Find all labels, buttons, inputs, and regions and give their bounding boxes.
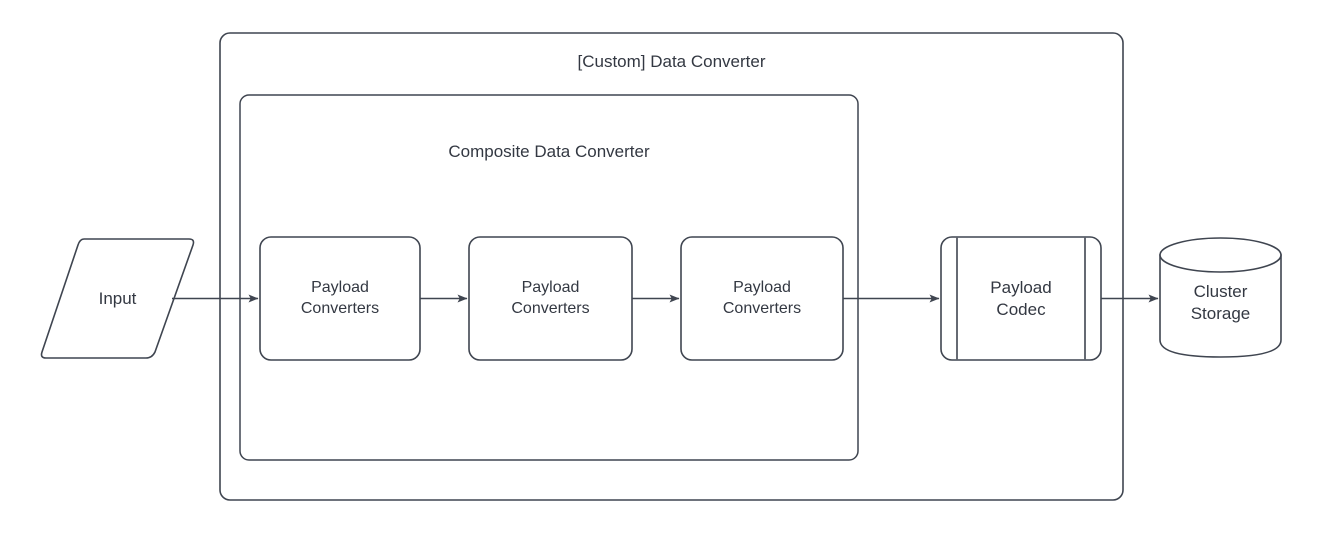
node-payload-converters-2-shape[interactable] — [468, 236, 633, 361]
node-payload-converters-3-shape[interactable] — [680, 236, 844, 361]
container-composite-data-converter-title: Composite Data Converter — [448, 142, 650, 161]
node-cluster-storage-shape[interactable] — [1159, 237, 1282, 358]
container-custom-data-converter-title: [Custom] Data Converter — [577, 52, 766, 71]
node-input-shape[interactable] — [40, 238, 195, 359]
node-payload-codec-shape[interactable] — [940, 236, 1102, 361]
node-payload-converters-1-shape[interactable] — [259, 236, 421, 361]
